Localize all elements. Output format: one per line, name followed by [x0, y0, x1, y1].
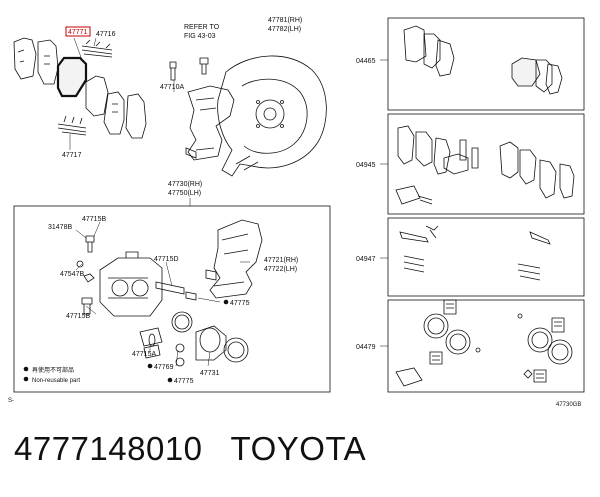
label-47717[interactable]: 47717 — [62, 152, 82, 159]
label-04479[interactable]: 04479 — [356, 344, 376, 351]
footer-figure-code: 47730GB — [556, 402, 581, 408]
label-47781[interactable]: 47781(RH) — [268, 17, 302, 24]
label-47782[interactable]: 47782(LH) — [268, 26, 301, 33]
label-47775-bottom[interactable]: 47775 — [174, 378, 194, 385]
kit-04947-clips — [399, 225, 551, 281]
parts-diagram: 47771 47716 REFER TO FIG 43-03 47781(RH)… — [8, 17, 585, 408]
label-04945[interactable]: 04945 — [356, 162, 376, 169]
label-47775-right[interactable]: 47775 — [230, 300, 250, 307]
brake-pad-group-top-left — [13, 37, 147, 150]
diagram-labels: 47771 47716 REFER TO FIG 43-03 47781(RH)… — [8, 17, 581, 408]
label-47715b-bottom[interactable]: 47715B — [66, 313, 90, 320]
footer-left-code: S- — [8, 398, 14, 404]
brand-name: TOYOTA — [230, 430, 367, 467]
label-47715a[interactable]: 47715A — [132, 351, 156, 358]
kit-04945-shims — [395, 125, 575, 205]
label-47715b-top[interactable]: 47715B — [82, 216, 106, 223]
label-04947[interactable]: 04947 — [356, 256, 376, 263]
label-47710a[interactable]: 47710A — [160, 84, 184, 91]
label-47731[interactable]: 47731 — [200, 370, 220, 377]
legend-english: Non-reusable part — [32, 378, 80, 384]
label-04465[interactable]: 04465 — [356, 58, 376, 65]
kit-04465-pads — [403, 25, 563, 95]
dust-shield — [217, 55, 327, 177]
label-47547b[interactable]: 47547B — [60, 271, 84, 278]
non-reusable-markers — [23, 299, 229, 383]
highlight-box — [65, 26, 91, 37]
label-31478b[interactable]: 31478B — [48, 224, 72, 231]
kit-box-04947 — [387, 217, 585, 297]
kit-box-04465 — [387, 17, 585, 111]
label-refer-line2[interactable]: FIG 43-03 — [184, 33, 216, 40]
label-47750[interactable]: 47750(LH) — [168, 190, 201, 197]
part-number: 4777148010 — [14, 430, 203, 467]
label-47722[interactable]: 47722(LH) — [264, 266, 297, 273]
label-47716[interactable]: 47716 — [96, 31, 116, 38]
label-47721[interactable]: 47721(RH) — [264, 257, 298, 264]
caliper-assembly — [75, 219, 263, 367]
caliper-assembly-box — [13, 205, 331, 393]
part-caption: 4777148010 TOYOTA — [14, 430, 366, 468]
kit-04479-seals — [395, 299, 573, 387]
label-47769[interactable]: 47769 — [154, 364, 174, 371]
legend-japanese: 再使用不可部品 — [32, 366, 74, 374]
label-47771[interactable]: 47771 — [68, 29, 88, 36]
label-47730[interactable]: 47730(RH) — [168, 181, 202, 188]
label-47715d[interactable]: 47715D — [154, 256, 179, 263]
label-refer-line1: REFER TO — [184, 24, 220, 31]
bracket-group-top — [169, 57, 235, 161]
